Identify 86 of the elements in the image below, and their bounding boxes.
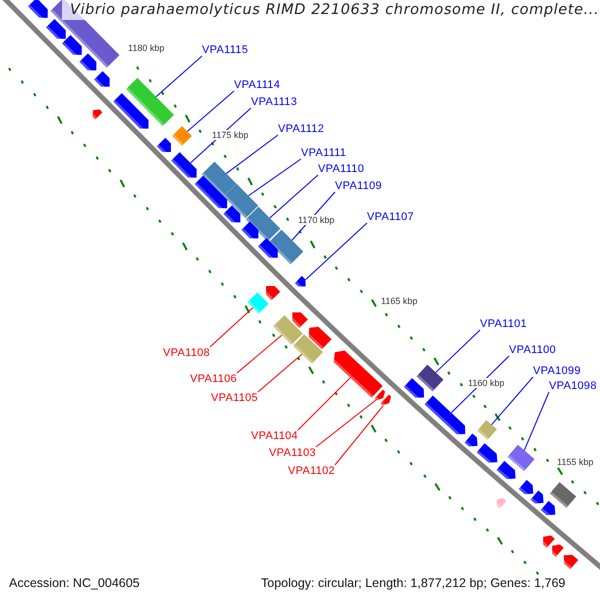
gene-label: VPA1111: [301, 147, 346, 159]
gene-segment: [518, 480, 534, 496]
gene-block: [507, 444, 535, 472]
leader-line: [297, 377, 351, 430]
gene-label: VPA1101: [480, 318, 527, 330]
gene-block: [550, 482, 576, 508]
gene-label: VPA1113: [251, 96, 298, 108]
gene-label: VPA1098: [549, 380, 597, 392]
gene-segment: [28, 0, 48, 20]
gene-segment: [561, 554, 578, 570]
scale-label: 1160 kbp: [468, 378, 504, 388]
gene-segment: [94, 71, 110, 90]
gene-block: [247, 292, 269, 314]
gene-segment: [374, 390, 386, 401]
leader-line: [257, 354, 302, 392]
gene-segment: [495, 498, 506, 508]
gene-label: VPA1109: [335, 180, 382, 192]
footer-text: Accession: NC_004605: [9, 576, 140, 590]
gene-label: VPA1115: [202, 44, 248, 56]
gene-label: VPA1112: [278, 123, 324, 135]
gene-block: [246, 206, 280, 242]
gene-segment: [530, 490, 544, 506]
gene-block: [202, 162, 236, 196]
gene-segment: [496, 460, 516, 482]
gene-block: [477, 420, 497, 440]
gene-segment: [306, 326, 332, 350]
leader-line: [186, 90, 234, 132]
gene-label: VPA1100: [509, 344, 556, 356]
gene-block: [416, 364, 444, 392]
gene-segment: [156, 138, 171, 154]
gene-segment: [550, 544, 564, 557]
gene-segment: [331, 350, 383, 398]
gene-label: VPA1110: [318, 163, 364, 175]
gene-block: [172, 126, 192, 146]
gene-segment: [540, 500, 556, 518]
leader-line: [315, 399, 377, 448]
gene-segment: [113, 93, 148, 132]
scale-label: 1155 kbp: [557, 457, 594, 467]
scale-label: 1170 kbp: [298, 215, 334, 225]
gene-label: VPA1103: [269, 447, 316, 459]
gene-segment: [241, 221, 258, 241]
leader-line: [491, 376, 534, 426]
footer-text: Topology: circular; Length: 1,877,212 bp; Genes: 1,769: [261, 576, 566, 590]
gene-block: [268, 230, 304, 264]
scale-label: 1180 kbp: [128, 43, 164, 53]
gene-segment: [258, 238, 278, 260]
gene-segment: [424, 396, 466, 437]
gene-segment: [194, 176, 228, 211]
leader-line: [305, 222, 368, 280]
gene-segment: [62, 34, 82, 58]
gene-segment: [290, 312, 308, 328]
scale-label: 1175 kbp: [212, 130, 248, 140]
leader-line: [156, 56, 202, 98]
gene-segment: [404, 378, 424, 400]
gene-segment: [264, 286, 280, 300]
leader-line: [209, 307, 254, 348]
gene-segment: [540, 535, 555, 548]
gene-block: [273, 315, 303, 345]
gene-segment: [91, 110, 102, 120]
gene-segment: [79, 53, 96, 73]
gene-segment: [380, 394, 392, 406]
leader-line: [248, 158, 302, 196]
gene-label: VPA1108: [163, 347, 210, 359]
gene-block: [126, 78, 174, 126]
leader-line: [269, 174, 318, 218]
leader-line: [435, 330, 480, 373]
gene-segment: [294, 276, 306, 288]
gene-label: VPA1106: [190, 373, 237, 385]
gene-segment: [464, 434, 478, 449]
gene-block: [224, 184, 258, 218]
leader-line: [524, 392, 550, 451]
leader-line: [236, 334, 282, 374]
leader-line: [334, 405, 384, 466]
gene-segment: [46, 18, 66, 42]
gene-segment: [223, 205, 240, 225]
scale-label: 1165 kbp: [381, 296, 418, 306]
leader-line: [226, 134, 278, 174]
gene-segment: [171, 152, 197, 180]
gene-label: VPA1107: [367, 211, 414, 223]
gene-label: VPA1105: [211, 392, 258, 404]
gene-label: VPA1099: [533, 365, 581, 377]
gene-block: [293, 334, 323, 364]
gene-label: VPA1114: [234, 79, 280, 91]
gene-label: VPA1104: [251, 430, 298, 442]
gene-label: VPA1102: [288, 465, 335, 477]
gene-segment: [476, 443, 498, 465]
